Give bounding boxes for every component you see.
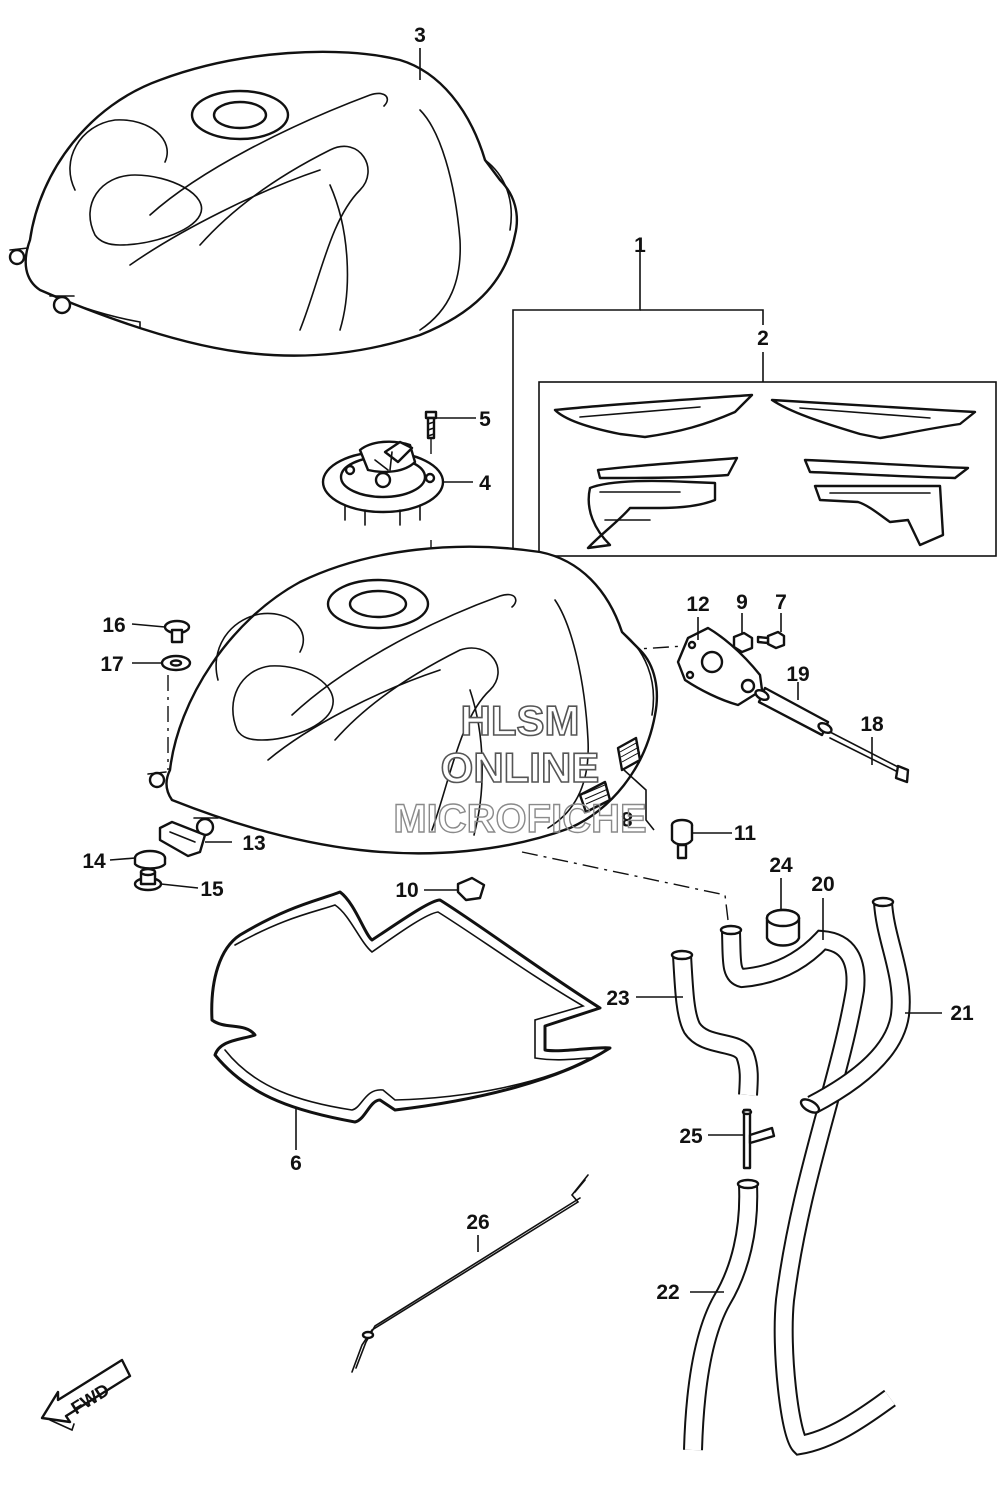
callout-15: 15 <box>200 878 224 901</box>
tank-seal-6[interactable] <box>210 890 612 1124</box>
hose-21[interactable] <box>799 896 911 1115</box>
collar-15[interactable] <box>133 867 163 892</box>
watermark-line-3: MICROFICHE <box>393 797 646 841</box>
fuel-tank[interactable] <box>147 545 659 855</box>
clip-10[interactable] <box>456 876 486 902</box>
bolt-16[interactable] <box>163 619 191 644</box>
callout-23: 23 <box>606 987 629 1010</box>
callout-20: 20 <box>811 873 834 896</box>
hose-22[interactable] <box>683 1178 760 1451</box>
spacer-19[interactable] <box>754 686 833 737</box>
bracket-12[interactable] <box>676 626 764 707</box>
callout-1: 1 <box>634 234 646 257</box>
washer-17[interactable] <box>160 654 192 672</box>
callout-17: 17 <box>100 653 123 676</box>
decal-right-upper[interactable] <box>770 398 977 440</box>
callout-12: 12 <box>686 593 709 616</box>
callout-4: 4 <box>479 472 491 495</box>
hose-23[interactable] <box>670 949 759 1096</box>
cap-screw[interactable] <box>424 410 438 440</box>
rod-26[interactable] <box>351 1174 589 1373</box>
watermark: HLSM ONLINE MICROFICHE <box>393 696 648 842</box>
callout-leaders <box>109 48 942 1293</box>
callout-26: 26 <box>466 1211 489 1234</box>
callout-2: 2 <box>757 327 769 350</box>
t-joint-25[interactable] <box>741 1108 776 1170</box>
watermark-line-2: ONLINE <box>441 744 600 791</box>
decal-set-bracket <box>512 252 997 558</box>
nut-9[interactable] <box>732 631 754 654</box>
callout-14: 14 <box>82 850 106 873</box>
callout-24: 24 <box>769 854 793 877</box>
callout-3: 3 <box>414 24 426 47</box>
cushion-13[interactable] <box>158 820 207 858</box>
callout-5: 5 <box>479 408 491 431</box>
vent-grille[interactable] <box>578 736 642 814</box>
decal-right-logo[interactable] <box>803 458 970 547</box>
decal-left-logo[interactable] <box>586 456 739 550</box>
callout-7: 7 <box>775 591 787 614</box>
callout-9: 9 <box>736 591 748 614</box>
callout-22: 22 <box>656 1281 679 1304</box>
callout-16: 16 <box>102 614 125 637</box>
callout-19: 19 <box>786 663 809 686</box>
callout-6: 6 <box>290 1152 302 1175</box>
callout-10: 10 <box>395 879 418 902</box>
cushion-14[interactable] <box>133 849 167 870</box>
callout-8: 8 <box>621 807 633 830</box>
bolt-18[interactable] <box>829 731 910 784</box>
callout-18: 18 <box>860 713 884 736</box>
fuel-filler-cap[interactable] <box>321 440 445 526</box>
screw-7[interactable] <box>756 630 786 650</box>
callout-13: 13 <box>242 832 265 855</box>
fwd-arrow-icon: FWD <box>40 1358 132 1432</box>
decal-left-upper[interactable] <box>553 393 754 439</box>
fuel-tank-cover[interactable] <box>8 50 519 357</box>
callout-21: 21 <box>950 1002 974 1025</box>
callout-25: 25 <box>679 1125 703 1148</box>
watermark-line-1: HLSM <box>461 697 580 744</box>
drain-plug-11[interactable] <box>670 818 694 860</box>
callout-11: 11 <box>734 822 757 845</box>
joint-24[interactable] <box>765 908 801 947</box>
callout-labels: 1 2 3 4 5 6 7 8 9 10 11 12 13 14 15 16 1… <box>82 24 974 1304</box>
